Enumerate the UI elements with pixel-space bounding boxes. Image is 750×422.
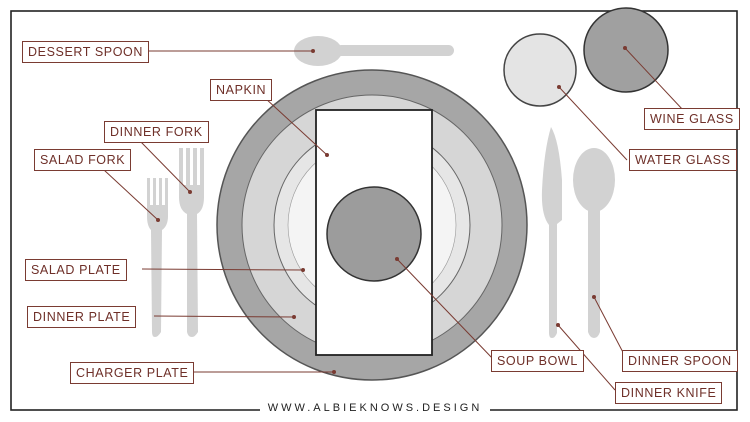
dinner-knife xyxy=(541,127,562,338)
label-dinner-fork: DINNER FORK xyxy=(104,121,209,143)
wine-glass xyxy=(583,7,669,93)
dinner-spoon xyxy=(573,148,615,338)
label-water-glass: WATER GLASS xyxy=(629,149,737,171)
label-dinner-spoon: DINNER SPOON xyxy=(622,350,738,372)
label-charger-plate: CHARGER PLATE xyxy=(70,362,195,384)
leader-anchors xyxy=(156,46,627,374)
label-wine-glass: WINE GLASS xyxy=(644,108,740,130)
label-salad-plate: SALAD PLATE xyxy=(25,259,127,281)
leader-lines xyxy=(103,47,684,391)
label-dinner-plate: DINNER PLATE xyxy=(27,306,137,328)
footer-text: WWW.ALBIEKNOWS.DESIGN xyxy=(259,402,491,414)
water-glass xyxy=(503,33,577,107)
soup-bowl xyxy=(326,186,422,282)
dinner-fork xyxy=(179,148,204,337)
label-salad-fork: SALAD FORK xyxy=(34,149,132,171)
label-dinner-knife: DINNER KNIFE xyxy=(615,382,723,404)
salad-fork xyxy=(147,178,168,337)
footer-credit: WWW.ALBIEKNOWS.DESIGN xyxy=(0,402,750,420)
dessert-spoon xyxy=(294,36,454,66)
label-dessert-spoon: DESSERT SPOON xyxy=(22,41,150,63)
label-napkin: NAPKIN xyxy=(210,79,273,101)
label-soup-bowl: SOUP BOWL xyxy=(491,350,584,372)
